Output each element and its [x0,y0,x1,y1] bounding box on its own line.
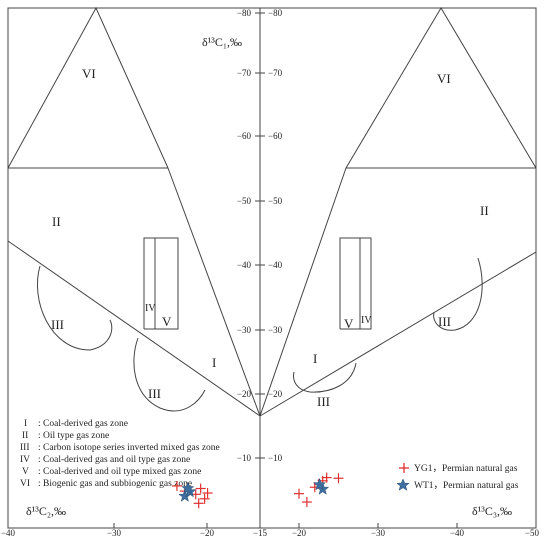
y-tick-label: −80 [237,8,252,18]
yg1-point-left [193,498,204,509]
y-tick-label: −80 [268,8,283,18]
y-tick-label: −70 [268,68,283,78]
yg1-point-left [202,488,213,499]
zone-labels: VI VI II II III III III III IV IV V V I … [51,66,489,409]
data-points [171,472,344,509]
zone-legend-roman: IV [20,455,30,465]
yg1-point-left [195,483,206,494]
y-axis-title: δ¹³C₁,‰ [202,35,242,49]
zone-label-i-left: I [212,355,216,370]
yg1-legend-marker [399,463,409,473]
x-tick-label: −20 [200,528,215,538]
x-tick-label: −50 [525,528,540,538]
y-tick-label: −40 [237,260,252,270]
zone-legend-text: : Biogenic gas and subbiogenic gas zone [38,479,192,489]
yg1-point-right [301,497,312,508]
x-right-axis-title: δ¹³C₃,‰ [472,504,512,518]
zone-legend-roman: III [20,443,30,453]
zone-label-vi-right: VI [437,71,451,86]
yg1-point-right [333,473,344,484]
x-tick-labels-right: −20 −30 −40 −50 [292,528,540,538]
zone-legend-text: : Carbon isotope series inverted mixed g… [38,443,220,453]
left-zone-boundaries [7,6,261,417]
y-tick-labels-right: −80 −70 −60 −50 −40 −30 −20 −10 [268,8,283,463]
zone-legend-roman: I [24,419,27,429]
x-tick-label: −30 [371,528,386,538]
x-tick-labels-left: −40 −30 −20 −15 [1,528,268,538]
zone-label-iii-right-a: III [438,314,451,329]
zone-label-vi-left: VI [82,66,96,81]
y-tick-label: −30 [237,325,252,335]
wt1-legend-marker [396,478,410,491]
y-tick-label: −60 [237,131,252,141]
y-tick-label: −60 [268,131,283,141]
x-ticks [7,523,458,528]
zone-legend-text: : Coal-derived gas zone [38,419,128,429]
y-tick-label: −50 [237,196,252,206]
y-tick-labels-left: −80 −70 −60 −50 −40 −30 −20 −10 [237,8,252,463]
wt1-point-right [312,477,327,491]
zone-legend: I : Coal-derived gas zone II : Oil type … [20,419,220,489]
series-legend: YG1，Permian natural gas WT1，Permian natu… [396,463,519,491]
zone-label-iii-left-a: III [51,317,64,332]
zone-legend-text: : Coal-derived and oil type mixed gas zo… [38,467,201,477]
zone-label-iv-left: IV [145,303,156,314]
yg1-point-right [321,472,332,483]
x-tick-label: −30 [107,528,122,538]
y-tick-label: −10 [268,453,283,463]
x-tick-label: −40 [450,528,465,538]
y-tick-label: −20 [268,389,283,399]
zone-label-iii-right-b: III [317,394,330,409]
zone-legend-roman: V [22,467,29,477]
zone-legend-text: : Coal-derived gas and oil type gas zone [38,455,190,465]
wt1-legend-label: WT1，Permian natural gas [414,481,519,491]
zone-label-v-left: V [162,314,172,329]
x-tick-label: −40 [1,528,16,538]
zone-legend-text: : Oil type gas zone [38,431,109,441]
zone-legend-roman: II [22,431,28,441]
x-tick-label: −15 [253,528,268,538]
y-tick-label: −30 [268,325,283,335]
plot-frame [7,7,537,529]
y-tick-label: −40 [268,260,283,270]
yg1-point-right [294,488,304,499]
y-ticks [255,12,265,459]
y-tick-label: −70 [237,68,252,78]
right-zone-boundaries [259,7,537,417]
zone-label-iv-right: IV [361,315,372,326]
zone-label-i-right: I [313,351,317,366]
zone-legend-roman: VI [20,479,30,489]
yg1-point-left [199,493,210,504]
y-tick-label: −50 [268,196,283,206]
x-tick-label: −20 [292,528,307,538]
zone-label-iii-left-b: III [148,386,161,401]
zone-label-ii-left: II [52,214,61,229]
y-tick-label: −10 [237,453,252,463]
yg1-legend-label: YG1，Permian natural gas [414,464,518,474]
zone-label-v-right: V [344,316,354,331]
wt1-point-left [181,481,195,495]
zone-label-ii-right: II [480,203,489,218]
x-left-axis-title: δ¹³C₂,‰ [26,504,66,518]
y-tick-label: −20 [237,389,252,399]
yg1-point-left [171,480,182,491]
